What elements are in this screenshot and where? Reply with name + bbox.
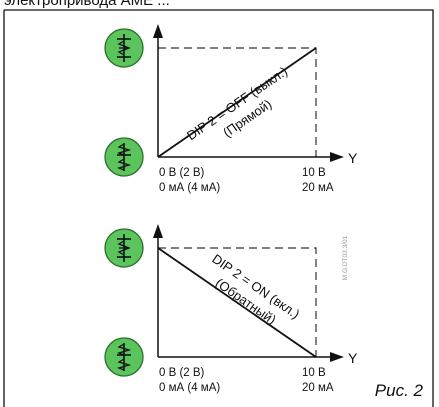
header-fragment: электропривода AME ... bbox=[4, 0, 170, 9]
x-right-line2: 20 мА bbox=[302, 382, 334, 394]
characteristic-line bbox=[157, 47, 317, 158]
dashed-boundary bbox=[158, 247, 317, 357]
figure-frame bbox=[3, 9, 434, 407]
x-left-line1: 0 В (2 В) bbox=[159, 367, 205, 379]
characteristic-line bbox=[157, 247, 317, 358]
horizontal-axis-arrow bbox=[330, 152, 344, 162]
x-left-line2: 0 мА (4 мА) bbox=[159, 382, 220, 394]
valve-closed-icon bbox=[104, 137, 144, 177]
y-axis-label: Y bbox=[348, 350, 358, 366]
diagram-reverse: DIP 2 = ON (вкл.) (Обратный) Y 0 В (2 В)… bbox=[104, 224, 358, 394]
x-right-line2: 20 мА bbox=[302, 182, 334, 194]
vertical-axis-arrow bbox=[153, 24, 163, 38]
valve-open-icon bbox=[104, 28, 144, 68]
vertical-axis-arrow bbox=[153, 224, 163, 238]
valve-closed-icon bbox=[104, 337, 144, 377]
x-left-line1: 0 В (2 В) bbox=[159, 167, 205, 179]
figure-label: Рис. 2 bbox=[374, 381, 423, 400]
valve-open-icon bbox=[104, 228, 144, 268]
y-axis-label: Y bbox=[348, 150, 358, 166]
x-left-line2: 0 мА (4 мА) bbox=[159, 182, 220, 194]
horizontal-axis-arrow bbox=[330, 352, 344, 362]
x-right-line1: 10 В bbox=[302, 167, 326, 179]
diagram-direct: DIP 2 = OFF (выкл.) (Прямой) Y 0 В (2 В)… bbox=[104, 24, 358, 194]
x-right-line1: 10 В bbox=[302, 367, 326, 379]
watermark-code: M.G.DT03.3/01 bbox=[342, 235, 349, 280]
